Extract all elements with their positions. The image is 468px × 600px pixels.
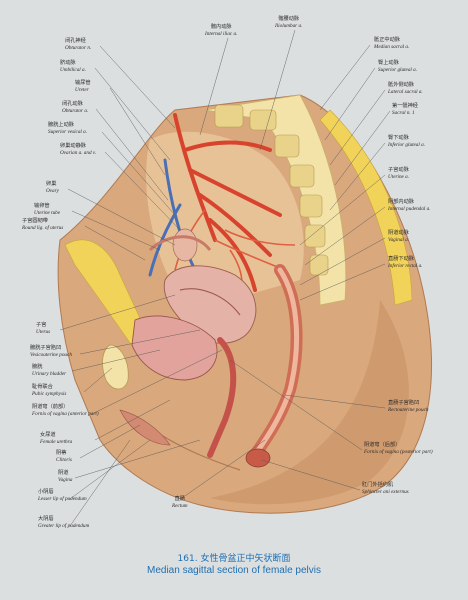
vagina bbox=[207, 337, 237, 458]
uterine-cavity bbox=[179, 288, 241, 316]
iliac-vessels bbox=[173, 113, 282, 292]
figure-caption: 161. 女性骨盆正中矢状断面 Median sagittal section … bbox=[0, 551, 468, 576]
sacrum bbox=[204, 94, 347, 306]
gluteal-fat bbox=[319, 109, 413, 306]
label-fornix-anterior: 阴道穹（前部）Fornix of vagina (anterior part) bbox=[32, 404, 99, 417]
ovary bbox=[172, 228, 198, 262]
skin-shade bbox=[210, 300, 409, 505]
caption-en: Median sagittal section of female pelvis bbox=[147, 565, 321, 576]
leader-lines bbox=[59, 29, 391, 527]
caption-zh: 161. 女性骨盆正中矢状断面 bbox=[177, 554, 291, 564]
uterine-tube bbox=[148, 235, 212, 252]
labia bbox=[119, 409, 171, 446]
label-fornix-posterior: 阴道穹（后部）Fornix of vagina (posterior part) bbox=[364, 442, 433, 455]
sphincter-ani bbox=[245, 448, 271, 468]
pubic-bone bbox=[102, 344, 129, 390]
anterior-fat-layer bbox=[64, 239, 151, 351]
urinary-bladder bbox=[131, 315, 218, 381]
vertebrae bbox=[214, 104, 329, 276]
